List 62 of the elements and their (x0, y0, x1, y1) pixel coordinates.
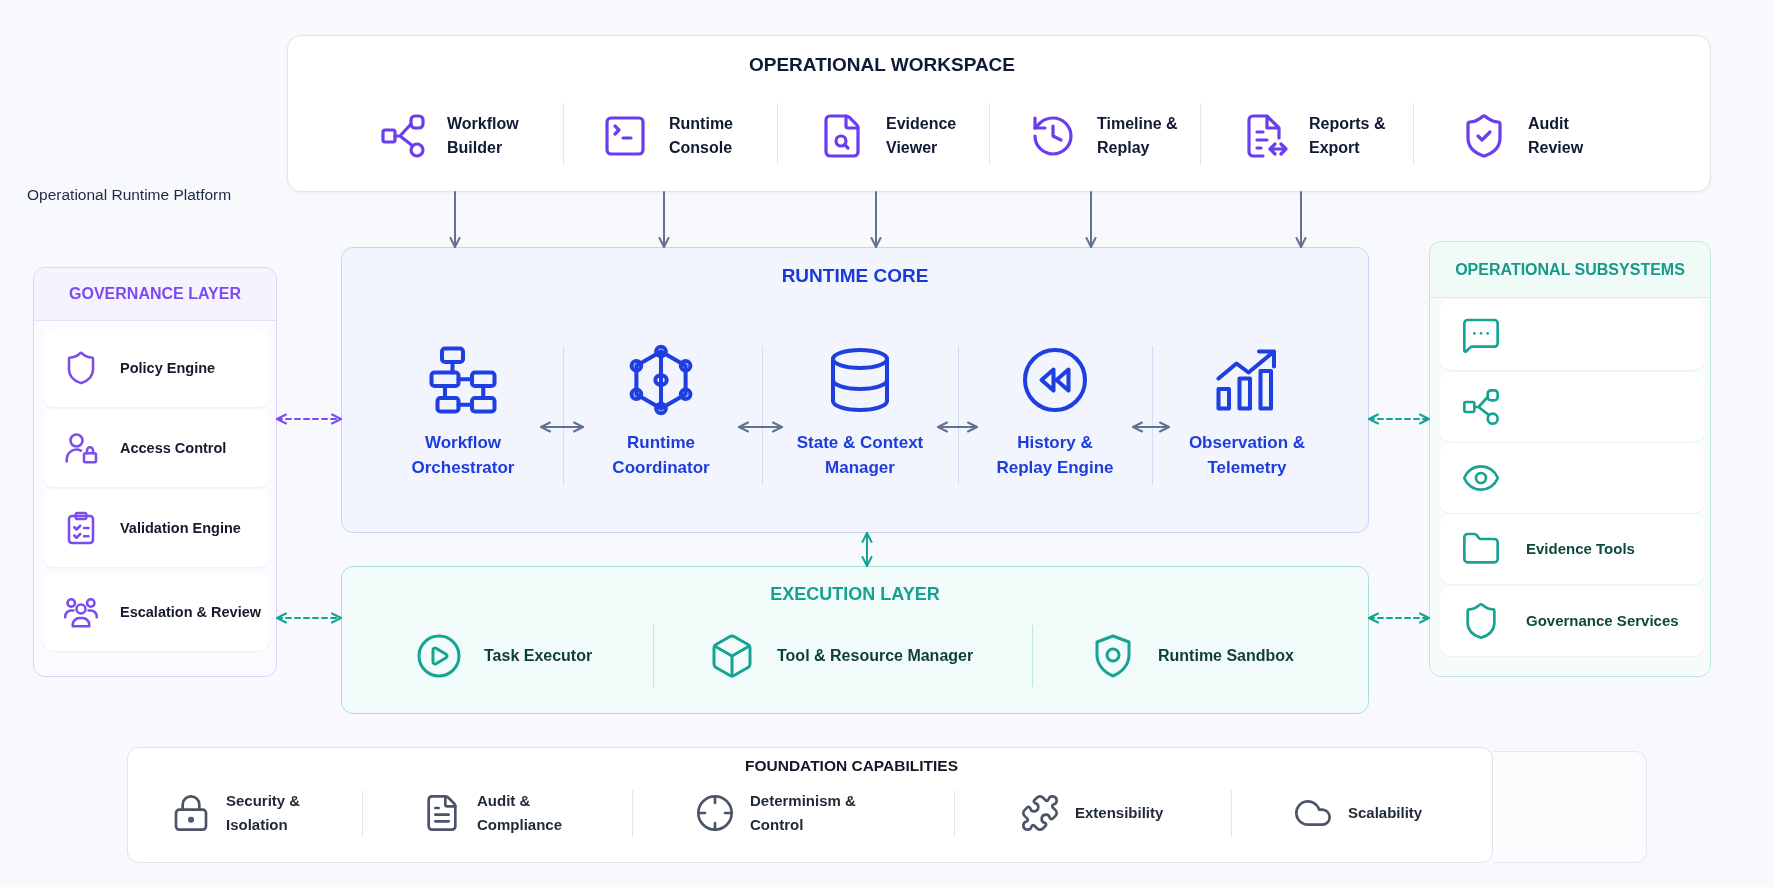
arrow (449, 191, 461, 248)
arrow (658, 191, 670, 248)
list-row (43, 409, 269, 487)
item-label: Security & Isolation (226, 791, 302, 835)
panel-title: EXECUTION LAYER (770, 583, 940, 606)
layer-panel (127, 747, 1493, 863)
item-label: Workflow Builder (447, 114, 520, 158)
panel-title: GOVERNANCE LAYER (69, 284, 241, 304)
double-arrow (738, 421, 783, 433)
double-arrow (937, 421, 978, 433)
panel-title: OPERATIONAL SUBSYSTEMS (1455, 259, 1685, 280)
item-label: Scalability (1348, 803, 1423, 823)
item-label: Access Control (120, 439, 227, 458)
item-label: History & Replay Engine (995, 432, 1115, 479)
item-label: Reports & Export (1309, 114, 1387, 158)
item-label: Runtime Sandbox (1158, 646, 1294, 666)
list-row (1440, 300, 1704, 370)
layer-panel (341, 247, 1369, 533)
dashed-double-arrow (276, 612, 342, 624)
item-label: Extensibility (1075, 803, 1164, 823)
background-panel (1493, 751, 1647, 863)
item-label: Workflow Orchestrator (410, 432, 516, 479)
page-title: Operational Runtime Platform (27, 185, 232, 205)
arrow (870, 191, 882, 248)
panel-title: OPERATIONAL WORKSPACE (749, 53, 1015, 77)
arrow (1085, 191, 1097, 248)
item-label: Escalation & Review (120, 603, 262, 622)
item-label: Tool & Resource Manager (777, 646, 974, 666)
panel-title: FOUNDATION CAPABILITIES (745, 756, 958, 776)
item-label: Governance Services (1526, 611, 1679, 631)
list-row (1440, 586, 1704, 656)
item-label: Audit & Compliance (477, 791, 564, 835)
item-label: State & Context Manager (795, 432, 925, 479)
layer-panel (341, 566, 1369, 714)
list-row (1440, 514, 1704, 584)
item-label: Policy Engine (120, 359, 216, 378)
panel-title: RUNTIME CORE (781, 264, 929, 288)
double-arrow (861, 532, 873, 567)
item-label: Evidence Viewer (886, 114, 958, 158)
list-row (43, 329, 269, 407)
item-label: Evidence Tools (1526, 539, 1635, 559)
item-label: Timeline & Replay (1097, 114, 1179, 158)
list-row (43, 573, 269, 651)
layer-panel (33, 267, 277, 677)
dashed-double-arrow (276, 413, 342, 425)
list-row (1440, 443, 1704, 513)
item-label: Runtime Coordinator (611, 432, 711, 479)
layer-panel (287, 35, 1711, 192)
dashed-double-arrow (1368, 413, 1430, 425)
dashed-double-arrow (1368, 612, 1430, 624)
item-label: Observation & Telemetry (1187, 432, 1307, 479)
layer-panel (1429, 241, 1711, 677)
item-label: Determinism & Control (750, 791, 857, 835)
list-row (43, 489, 269, 567)
double-arrow (540, 421, 584, 433)
list-row (1440, 372, 1704, 442)
double-arrow (1132, 421, 1170, 433)
item-label: Audit Review (1528, 114, 1585, 158)
arrow (1295, 191, 1307, 248)
item-label: Runtime Console (669, 114, 734, 158)
item-label: Validation Engine (120, 519, 241, 538)
item-label: Task Executor (484, 646, 593, 666)
